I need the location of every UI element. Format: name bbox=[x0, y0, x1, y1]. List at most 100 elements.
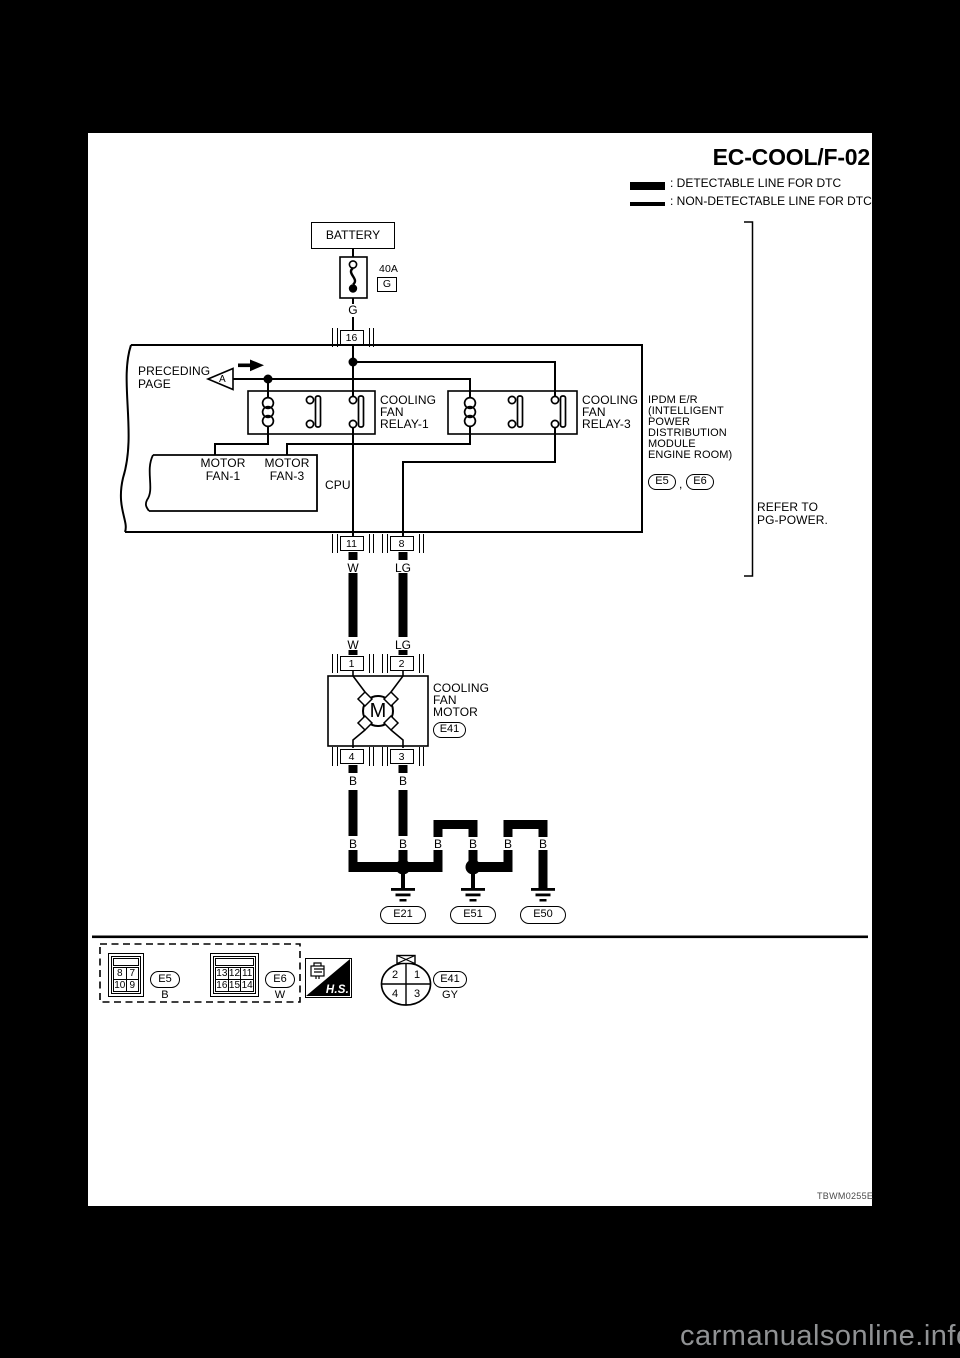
wire-color-b: B bbox=[468, 837, 477, 851]
flow-direction-arrow-icon bbox=[238, 359, 264, 372]
cpu-label: CPU bbox=[325, 478, 351, 492]
connector-motor-4: 4 bbox=[332, 747, 374, 766]
e41-pin: 2 bbox=[391, 969, 399, 981]
connector-flank bbox=[418, 534, 424, 553]
connector-flank bbox=[368, 534, 374, 553]
fusible-link-symbol bbox=[348, 260, 358, 293]
connector-flank bbox=[332, 328, 338, 347]
relay-contacts bbox=[305, 395, 567, 429]
document-code: TBWM0255E bbox=[817, 1191, 874, 1201]
wire-color-lg: LG bbox=[394, 561, 411, 575]
legend-non-detectable-label: : NON-DETECTABLE LINE FOR DTC bbox=[670, 194, 872, 208]
e6-color: W bbox=[274, 989, 286, 1001]
connector-8: 8 bbox=[382, 534, 424, 553]
hs-badge: H.S. bbox=[305, 958, 352, 998]
comma-separator: , bbox=[679, 477, 683, 491]
wire-coil3-cpu bbox=[286, 427, 471, 455]
e6-pin: 14 bbox=[241, 980, 253, 991]
e6-connector-view: 13 12 11 16 15 14 bbox=[210, 953, 259, 997]
e6-pin: 16 bbox=[216, 980, 228, 991]
ipdm-box bbox=[125, 344, 643, 533]
e41-pin: 1 bbox=[413, 969, 421, 981]
motor-pin-3: 3 bbox=[389, 748, 414, 764]
connector-flank bbox=[368, 654, 374, 673]
connector-flank bbox=[382, 654, 388, 673]
wire-color-w: W bbox=[347, 561, 359, 575]
e41-pin: 4 bbox=[391, 988, 399, 1000]
legend-thick-line-swatch bbox=[630, 182, 665, 190]
e41-color: GY bbox=[441, 989, 459, 1001]
motor-circle bbox=[362, 695, 394, 727]
motor-box bbox=[327, 675, 429, 747]
wire-color-lg: LG bbox=[394, 638, 411, 652]
refer-bracket bbox=[744, 221, 754, 577]
motor-pin-4: 4 bbox=[339, 748, 364, 764]
junction-dot-a-line bbox=[263, 374, 273, 384]
relay1-box bbox=[247, 390, 376, 435]
legend-thin-line-swatch bbox=[630, 202, 665, 206]
connector-body-strip bbox=[215, 958, 254, 966]
motor-internal-wires bbox=[352, 671, 404, 748]
e6-oval: E6 bbox=[265, 971, 295, 988]
ground-symbol-e21 bbox=[391, 888, 415, 902]
battery-box: BATTERY bbox=[311, 222, 395, 249]
wire-color-b: B bbox=[538, 837, 547, 851]
e5-oval: E5 bbox=[150, 971, 180, 988]
hs-badge-graphics bbox=[306, 959, 350, 996]
connector-ref-e5: E5 bbox=[648, 474, 676, 490]
connector-flank bbox=[332, 654, 338, 673]
hs-label: H.S. bbox=[325, 984, 349, 996]
connector-flank bbox=[382, 747, 388, 766]
connector-motor-2: 2 bbox=[382, 654, 424, 673]
connector-motor-3: 3 bbox=[382, 747, 424, 766]
motor-pin-1: 1 bbox=[339, 655, 364, 671]
e5-pin: 7 bbox=[126, 968, 138, 979]
connector-flank bbox=[368, 747, 374, 766]
wire-color-b: B bbox=[398, 774, 407, 788]
ipdm-box-torn-edge bbox=[119, 344, 132, 533]
diagram-page: EC-COOL/F-02 : DETECTABLE LINE FOR DTC :… bbox=[88, 133, 874, 1206]
e6-pin: 11 bbox=[241, 968, 253, 979]
cpu-box bbox=[149, 454, 318, 512]
thick-detectable-wires bbox=[348, 552, 548, 888]
preceding-arrow-letter: A bbox=[219, 374, 226, 385]
e5-pin: 9 bbox=[126, 980, 138, 991]
junction-dot-battery-branch bbox=[348, 357, 358, 367]
legend-detectable-label: : DETECTABLE LINE FOR DTC bbox=[670, 176, 842, 190]
connector-motor-1: 1 bbox=[332, 654, 374, 673]
e6-pin: 15 bbox=[228, 980, 241, 991]
wiring-diagram-graphics bbox=[92, 221, 868, 1006]
e41-pin: 3 bbox=[413, 988, 421, 1000]
connector-16-pin: 16 bbox=[339, 329, 364, 345]
watermark: carmanualsonline.info bbox=[680, 1320, 960, 1352]
wire-coil1-cpu bbox=[214, 427, 269, 455]
relay3-coil bbox=[463, 396, 477, 428]
e41-oval: E41 bbox=[433, 971, 467, 988]
ground-symbol-e50 bbox=[531, 888, 555, 902]
connector-11-pin: 11 bbox=[339, 535, 364, 551]
wire-color-w: W bbox=[347, 638, 359, 652]
connector-ref-e41: E41 bbox=[433, 722, 466, 738]
motor-pin-2: 2 bbox=[389, 655, 414, 671]
connector-flank bbox=[368, 328, 374, 347]
e5-pin: 8 bbox=[114, 968, 126, 979]
cpu-box-torn-edge bbox=[145, 454, 154, 512]
e5-connector-view: 8 7 10 9 bbox=[108, 953, 144, 997]
ground-e50: E50 bbox=[520, 906, 566, 924]
connector-8-pin: 8 bbox=[389, 535, 414, 551]
connector-flank bbox=[382, 534, 388, 553]
wire-branch-relay3 bbox=[353, 361, 556, 396]
connector-11: 11 bbox=[332, 534, 374, 553]
connector-flank bbox=[418, 747, 424, 766]
e41-connector-face bbox=[380, 954, 432, 1006]
motor-letter: M bbox=[369, 700, 387, 722]
connector-flank bbox=[418, 654, 424, 673]
e6-pin: 13 bbox=[216, 968, 228, 979]
